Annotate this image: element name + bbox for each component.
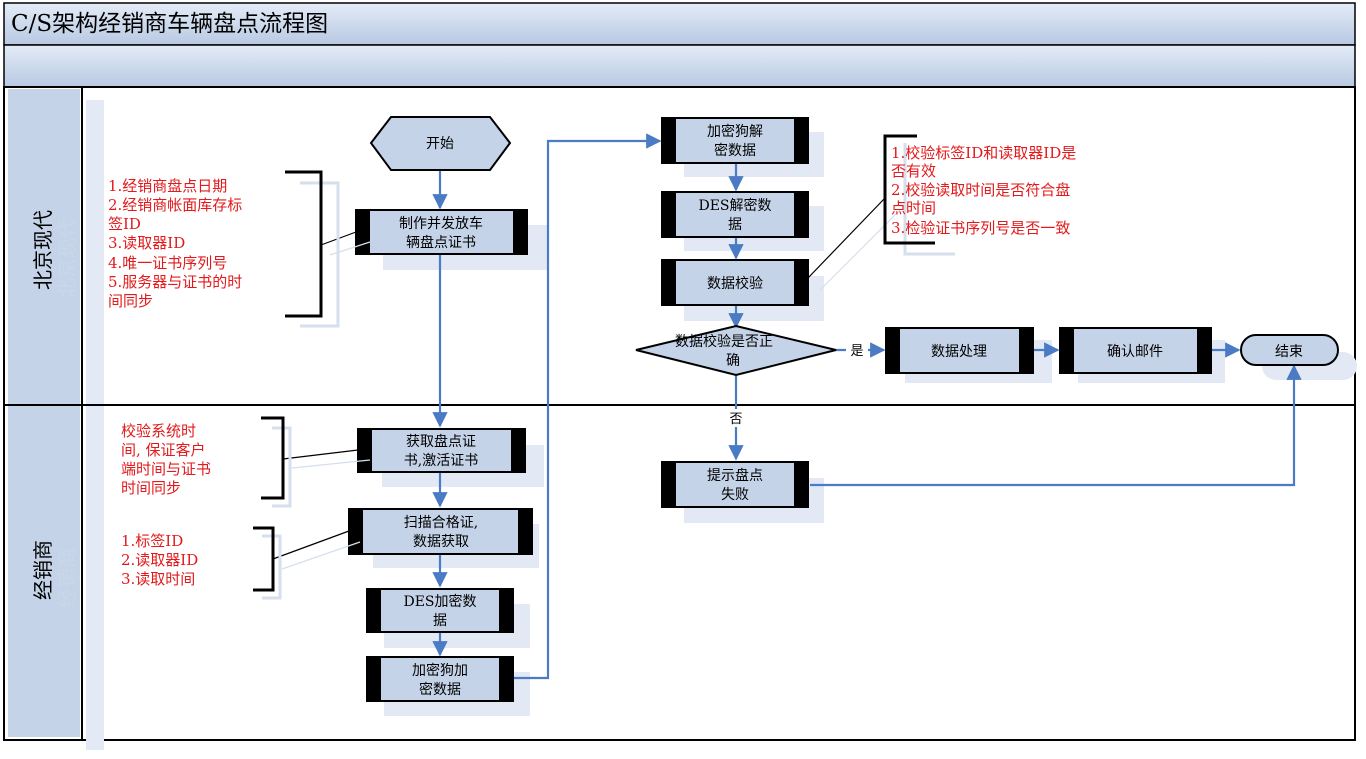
note-line: 端时间与证书 [121,460,211,478]
node-label-line-1: 提示盘点 [707,467,763,484]
process-confirm-email: 确认邮件 [1059,327,1212,374]
note-line: 1.标签ID [121,532,183,550]
lane-header-shadow [86,100,104,750]
diagram-title: C/S架构经销商车辆盘点流程图 [11,11,328,37]
note-line: 2.校验读取时间是否符合盘 [891,181,1070,199]
note-line: 3.读取器ID [108,234,185,252]
node-label-line-2: 密数据 [714,142,756,159]
node-label-line-2: 辆盘点证书 [406,234,476,251]
yes-label-bg [846,341,868,358]
node-label-line-2: 密数据 [419,681,461,698]
note-line: 否有效 [891,162,936,180]
brackets [253,134,935,592]
note-line: 间, 保证客户 [121,441,206,459]
node-label-line-1: DES解密数 [698,197,771,214]
node-label-line-2: 据 [433,613,447,629]
lane-label-text: 北京现代 [31,210,55,290]
annotation-connector-shadows [281,209,901,570]
lane-label-beijing-hyundai: 北京现代 [31,210,55,290]
process-fail: 提示盘点 失败 [661,461,809,508]
note-verify-items: 1.校验标签ID和读取器ID是 否有效 2.校验读取时间是否符合盘 点时间 3.… [891,144,1076,237]
edge-label-yes: 是 [850,344,863,359]
note-line: 间同步 [108,292,153,310]
process-des-encrypt: DES加密数 据 [366,588,514,633]
edge-label-no: 否 [729,412,742,427]
decision-label-line-2: 确 [726,353,740,369]
lane-label-dealer: 经销商 [31,540,55,600]
process-scan: 扫描合格证, 数据获取 [348,508,533,555]
note-line: 5.服务器与证书的时 [108,273,242,291]
process-make-cert: 制作并发放车 辆盘点证书 [355,209,528,255]
note-cert-contents: 1.经销商盘点日期 2.经销商帐面库存标 签ID 3.读取器ID 4.唯一证书序… [108,177,242,310]
bracket-sys-time [261,416,285,500]
edge-dongle-encrypt-to-dongle-decrypt [514,133,662,680]
title-bar [3,2,1356,46]
note-line: 4.唯一证书序列号 [108,254,227,272]
lane-label-text: 经销商 [31,540,55,600]
node-label-line-1: 扫描合格证, [404,515,478,531]
bracket-verify-items [883,134,935,245]
note-line: 点时间 [891,199,936,217]
node-label-line-1: 数据校验 [707,275,763,292]
bracket-shadows [262,143,955,600]
header-band [3,44,1356,88]
node-label-line-1: 制作并发放车 [399,215,483,232]
process-data-handling: 数据处理 [885,327,1034,374]
note-line: 3.读取时间 [121,570,195,588]
decision-node [635,324,837,377]
note-line: 2.经销商帐面库存标 [108,196,242,214]
lane-label-shadow-text: 北京现代 [55,218,79,298]
node-label-line-1: DES加密数 [403,593,476,610]
decision-label-line-1: 数据校验是否正 [675,333,773,350]
note-line: 3.检验证书序列号是否一致 [891,219,1070,237]
node-label-line-2: 书,激活证书 [404,452,478,469]
note-scan-items: 1.标签ID 2.读取器ID 3.读取时间 [121,532,198,588]
node-label-line-1: 确认邮件 [1107,344,1163,360]
start-node-label: 开始 [426,136,454,152]
note-line: 时间同步 [121,479,181,497]
lane-label-shadow-text: 经销商 [55,548,79,608]
lane-header-column [8,89,80,737]
process-des-decrypt: DES解密数 据 [661,191,809,238]
end-node [1240,334,1339,366]
note-line: 1.经销商盘点日期 [108,177,227,195]
edges [432,133,1302,680]
process-dongle-encrypt: 加密狗加 密数据 [366,656,514,702]
process-verify: 数据校验 [661,259,809,306]
start-node [369,116,512,171]
node-label-line-2: 据 [728,217,742,233]
node-label-line-1: 加密狗加 [412,662,468,679]
note-line: 校验系统时 [121,422,196,440]
bracket-scan-items [253,526,275,592]
node-label-line-1: 加密狗解 [707,123,763,140]
node-label-line-2: 失败 [721,487,749,503]
node-label-line-1: 数据处理 [931,344,987,360]
lane-label-ghost-1: 北京现代 [55,218,79,298]
bracket-cert-contents [285,170,323,318]
note-line: 签ID [108,215,141,233]
note-line: 1.校验标签ID和读取器ID是 [891,144,1076,162]
note-sys-time: 校验系统时 间, 保证客户 端时间与证书 时间同步 [121,422,211,497]
edge-fail-to-end [810,364,1302,487]
process-dongle-decrypt: 加密狗解 密数据 [661,117,809,164]
note-line: 2.读取器ID [121,551,198,569]
end-node-label: 结束 [1275,344,1303,360]
node-label-line-1: 获取盘点证 [406,433,476,450]
no-label-bg [726,409,746,427]
node-label-line-2: 数据获取 [413,534,469,550]
lane-label-ghost-2: 经销商 [55,548,79,608]
process-get-cert: 获取盘点证 书,激活证书 [357,428,526,473]
